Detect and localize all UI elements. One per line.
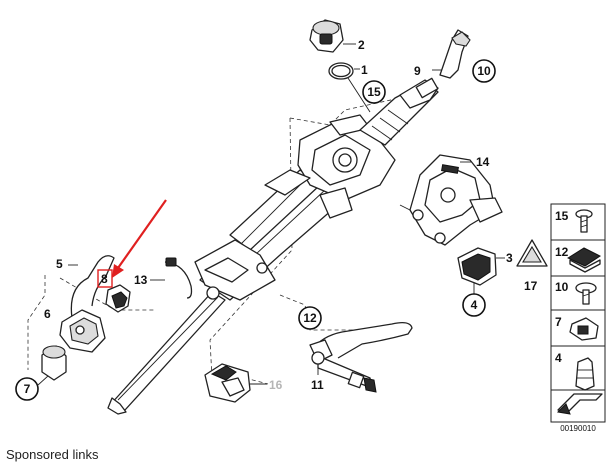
legend-label-7: 7 (555, 315, 562, 329)
callout-3: 3 (506, 251, 513, 265)
legend-pointer-icon (556, 393, 603, 415)
legend-clip-nut-icon (566, 247, 601, 273)
callout-1: 1 (361, 63, 368, 77)
highlight-arrow (117, 199, 167, 269)
assembly-outline-top (289, 97, 401, 126)
highlight-box (97, 269, 113, 288)
callout-10: 10 (477, 64, 491, 78)
steering-column (107, 77, 439, 415)
legend-bolt-icon (575, 282, 597, 305)
callout-8: 8 (101, 272, 108, 286)
callout-4: 4 (471, 298, 478, 312)
part-2-bolt (309, 19, 356, 53)
part-3-sensor (457, 247, 505, 294)
callout-16: 16 (269, 378, 283, 392)
part-5-switch-housing (59, 255, 115, 353)
sponsored-links-label[interactable]: Sponsored links (6, 447, 99, 462)
legend-screw-icon (575, 209, 593, 233)
callout-12: 12 (303, 311, 317, 325)
callout-15: 15 (367, 85, 381, 99)
callout-2: 2 (358, 38, 365, 52)
fastener-legend: 00190010 15 12 10 7 4 (550, 203, 606, 433)
callout-9: 9 (414, 64, 421, 78)
highlight-arrow-head (112, 264, 124, 278)
legend-label-4: 4 (555, 351, 562, 365)
callout-7: 7 (24, 382, 31, 396)
part-16-bracket (204, 363, 267, 403)
callout-11: 11 (311, 378, 324, 392)
part-1-ring (328, 62, 371, 113)
legend-label-10: 10 (555, 280, 569, 294)
callout-circle-12 (298, 306, 322, 330)
part-14-lock-assembly (399, 154, 503, 246)
assembly-outline-switch (27, 275, 46, 370)
callout-circle-7 (15, 377, 39, 401)
callout-circle-4 (462, 293, 486, 317)
legend-plug-icon (575, 357, 595, 391)
callout-17: 17 (524, 279, 538, 293)
part-17-warning-label (516, 239, 548, 267)
callout-5: 5 (56, 257, 63, 271)
callout-14: 14 (476, 155, 490, 169)
callout-13: 13 (134, 273, 148, 287)
callout-circle-10 (472, 59, 496, 83)
part-9-lever (432, 29, 471, 79)
legend-clip-icon (569, 317, 599, 341)
legend-code: 00190010 (560, 424, 596, 433)
part-11-adjust-lever (309, 322, 413, 393)
callout-circle-15 (362, 80, 386, 104)
part-6-bushing (41, 345, 67, 381)
legend-label-15: 15 (555, 209, 569, 223)
part-8-switch-contact (105, 284, 131, 313)
legend-label-12: 12 (555, 245, 569, 259)
part-13-clip (150, 257, 193, 299)
callout-6: 6 (44, 307, 51, 321)
assembly-outline-lower (279, 294, 360, 331)
